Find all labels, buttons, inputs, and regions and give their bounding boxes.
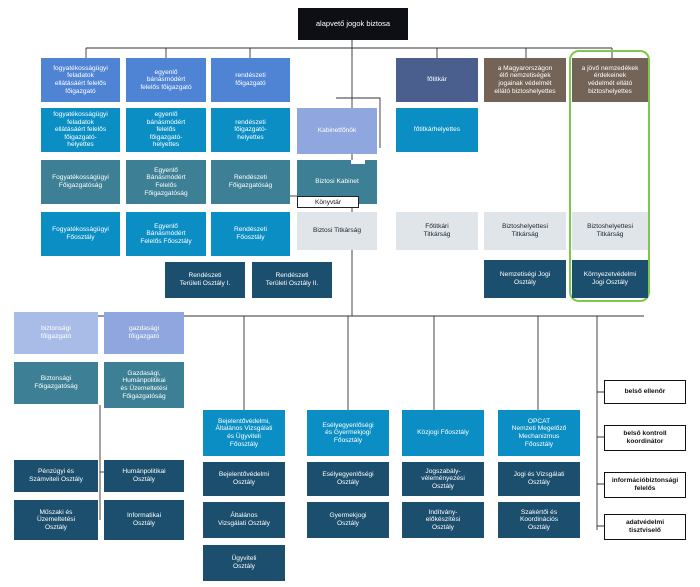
commissioner-box: alapvető jogok biztosa xyxy=(298,8,408,40)
security-director-general: biztonsági főigazgató xyxy=(14,312,98,354)
highlight-frame xyxy=(569,50,650,302)
environmental-legal-unit: Környezetvédelmi Jogi Osztály xyxy=(572,260,648,298)
library-box: Könyvtár xyxy=(297,196,359,208)
child-rights-unit: Gyermekjogi Osztály xyxy=(307,502,389,538)
information-security-officer: információbiztonsági felelős xyxy=(604,472,686,498)
it-unit: Informatikai Osztály xyxy=(104,500,184,540)
expert-coordination-unit: Szakértői és Koordinációs Osztály xyxy=(498,502,580,538)
commissioner-secretariat: Biztosi Titkárság xyxy=(297,212,377,250)
economic-directorate: Gazdasági, Humánpolitikai és Üzemeltetés… xyxy=(104,362,184,408)
public-law-department: Közjogi Főosztály xyxy=(402,410,484,456)
equal-treatment-deputy: egyenlő bánásmódért felelős főigazgató- … xyxy=(126,108,206,152)
cabinet-tab-mark xyxy=(351,160,365,164)
law-enforcement-department: Rendészeti Főosztály xyxy=(211,212,290,256)
disability-director-general: fogyatékosságügyi feladatok ellátásáért … xyxy=(41,58,120,102)
regional-unit-2: Rendészeti Területi Osztály II. xyxy=(252,262,332,298)
nationalities-deputy-commissioner: a Magyarországon élő nemzetiségek jogain… xyxy=(484,58,566,102)
internal-auditor: belső ellenőr xyxy=(604,380,686,404)
chief-of-staff: Kabinetfőnök xyxy=(297,108,377,154)
regional-unit-1: Rendészeti Területi Osztály I. xyxy=(165,262,245,298)
equal-treatment-director-general: egyenlő bánásmódért felelős főigazgató xyxy=(126,58,206,102)
equal-treatment-department: Egyenlő Bánásmódért Felelős Főosztály xyxy=(126,212,206,256)
internal-control-coordinator: belső kontroll koordinátor xyxy=(604,425,686,451)
equal-opportunities-unit: Esélyegyenlőségi Osztály xyxy=(307,462,389,496)
disability-directorate: Fogyatékosságügyi Főigazgatóság xyxy=(41,160,120,204)
law-enforcement-deputy: rendészeti főigazgató- helyettes xyxy=(211,108,290,152)
finance-accounting-unit: Pénzügyi és Számviteli Osztály xyxy=(14,460,98,492)
data-protection-officer: adatvédelmi tisztviselő xyxy=(604,514,686,540)
technical-operations-unit: Műszaki és Üzemeltetési Osztály xyxy=(14,500,98,540)
law-enforcement-director-general: rendészeti főigazgató xyxy=(211,58,290,102)
law-enforcement-directorate: Rendészeti Főigazgatóság xyxy=(211,160,290,204)
disability-deputy: fogyatékosságügyi feladatok ellátásáért … xyxy=(41,108,120,152)
whistleblower-department: Bejelentővédelmi, Általános Vizsgálati é… xyxy=(203,410,285,456)
administration-unit: Ügyviteli Osztály xyxy=(203,545,285,581)
petition-prep-unit: Indítvány- előkészítési Osztály xyxy=(402,502,484,538)
equal-treatment-directorate: Egyenlő Bánásmódért Felelős Főigazgatósá… xyxy=(126,160,206,204)
hr-unit: Humánpolitikai Osztály xyxy=(104,460,184,492)
economic-director-general: gazdasági főigazgató xyxy=(104,312,184,354)
secretary-general-office: Főtitkári Titkárság xyxy=(396,212,478,250)
nationalities-secretariat: Biztoshelyettesi Titkárság xyxy=(484,212,566,250)
future-generations-deputy-commissioner: a jövő nemzedékek érdekeinek védelmét el… xyxy=(572,58,648,102)
security-directorate: Biztonsági Főigazgatóság xyxy=(14,362,98,404)
equal-opportunities-department: Esélyegyenlőségi és Gyermekjogi Főosztál… xyxy=(307,410,389,456)
legal-investigation-unit: Jogi és Vizsgálati Osztály xyxy=(498,462,580,496)
deputy-secretary-general: főtitkárhelyettes xyxy=(396,108,478,152)
whistleblower-unit: Bejelentővédelmi Osztály xyxy=(203,462,285,496)
secretary-general: főtitkár xyxy=(396,58,478,102)
disability-department: Fogyatékosságügyi Főosztály xyxy=(41,212,120,256)
legislation-review-unit: Jogszabály- véleményezési Osztály xyxy=(402,462,484,496)
nationalities-legal-unit: Nemzetiségi Jogi Osztály xyxy=(484,260,566,298)
general-investigation-unit: Általános Vizsgálati Osztály xyxy=(203,502,285,538)
opcat-department: OPCAT Nemzeti Megelőző Mechanizmus Főosz… xyxy=(498,410,580,456)
future-generations-secretariat: Biztoshelyettesi Titkárság xyxy=(572,212,648,250)
